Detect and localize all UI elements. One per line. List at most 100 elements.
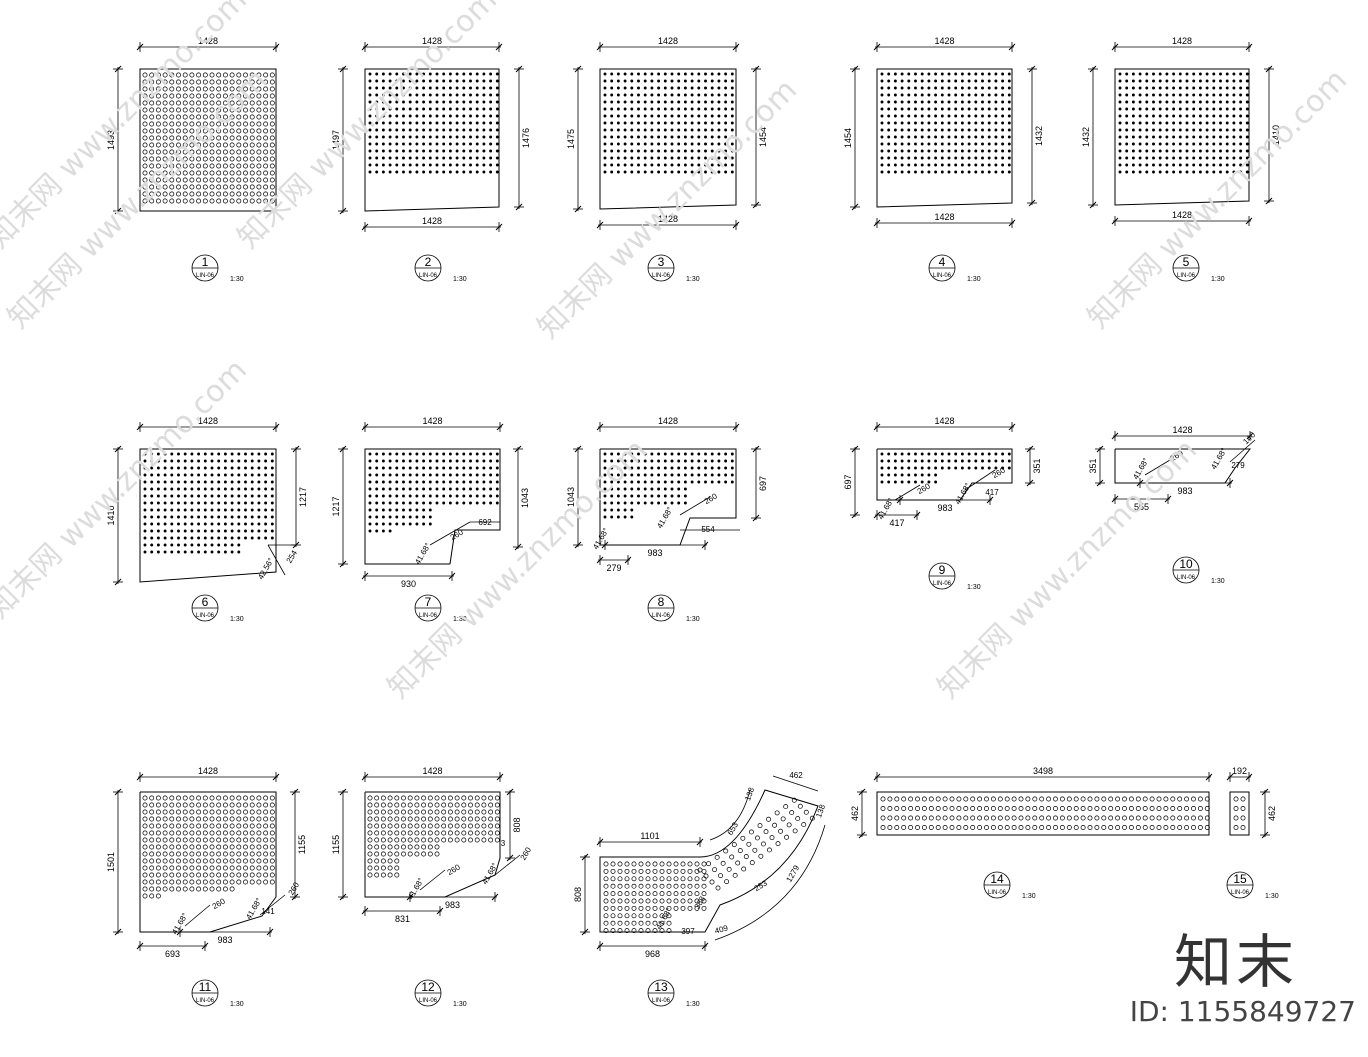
- perforation-hole: [677, 501, 681, 505]
- perforation-hole: [967, 86, 971, 90]
- perforation-hole: [243, 830, 248, 836]
- perforation-hole: [375, 522, 379, 526]
- perforation-hole: [637, 156, 640, 160]
- perforation-hole: [462, 100, 466, 104]
- dimension-label: 409: [714, 923, 730, 935]
- brand-logo: 知末: [1173, 928, 1298, 996]
- dimension-tick: [873, 423, 881, 431]
- dimension-label: 1428: [934, 36, 954, 46]
- perforation-hole: [142, 837, 148, 843]
- perforation-hole: [637, 473, 640, 477]
- perforation-hole: [610, 868, 616, 874]
- perforation-hole: [1198, 128, 1202, 132]
- perforation-hole: [155, 795, 161, 801]
- perforation-hole: [645, 876, 651, 882]
- dimension-label: 260: [519, 845, 534, 862]
- perforation-hole: [462, 149, 466, 153]
- perforation-hole: [1165, 135, 1169, 139]
- perforation-hole: [960, 156, 964, 160]
- perforation-hole: [482, 473, 486, 477]
- perforation-hole: [887, 473, 891, 477]
- dimension-label: 1428: [198, 766, 218, 776]
- dimension-tick: [361, 423, 369, 431]
- perforation-hole: [441, 809, 447, 815]
- perforation-hole: [694, 861, 700, 867]
- perforation-hole: [1178, 142, 1182, 146]
- perforation-hole: [257, 529, 261, 533]
- perforation-hole: [182, 100, 188, 106]
- perforation-hole: [236, 107, 242, 113]
- perforation-hole: [202, 802, 208, 808]
- perforation-hole: [954, 114, 958, 118]
- perforation-hole: [690, 163, 694, 167]
- perforation-hole: [690, 128, 694, 132]
- perforation-hole: [1239, 149, 1243, 153]
- step-line: [964, 469, 996, 491]
- perforation-hole: [462, 501, 466, 505]
- perforation-hole: [196, 93, 202, 99]
- perforation-hole: [1240, 825, 1246, 830]
- perforation-hole: [210, 508, 214, 512]
- perforation-hole: [1138, 170, 1142, 174]
- detail-scale: 1:30: [453, 276, 467, 283]
- perforation-hole: [1205, 79, 1209, 83]
- perforation-hole: [1232, 121, 1236, 125]
- perforation-hole: [189, 100, 195, 106]
- perforation-hole: [887, 466, 891, 470]
- perforation-hole: [203, 536, 207, 540]
- perforation-hole: [250, 508, 254, 512]
- perforation-hole: [724, 114, 728, 118]
- dimension-tick: [1008, 219, 1016, 227]
- perforation-hole: [368, 494, 372, 498]
- perforation-hole: [927, 142, 931, 146]
- perforation-hole: [749, 860, 755, 866]
- perforation-hole: [1152, 149, 1155, 153]
- perforation-hole: [954, 452, 958, 456]
- perforation-hole: [237, 466, 241, 470]
- perforation-hole: [381, 135, 385, 139]
- perforation-hole: [229, 809, 235, 815]
- perforation-hole: [169, 149, 175, 155]
- perforation-hole: [603, 128, 607, 132]
- perforation-hole: [462, 121, 466, 125]
- dimension-label: 1428: [1172, 210, 1192, 220]
- perforation-hole: [673, 861, 679, 867]
- dimension-tick: [851, 65, 859, 73]
- perforation-hole: [927, 466, 931, 470]
- perforation-hole: [987, 121, 991, 125]
- perforation-hole: [743, 854, 749, 860]
- perforation-hole: [1198, 107, 1202, 111]
- perforation-hole: [927, 72, 931, 76]
- perforation-hole: [197, 536, 201, 540]
- perforation-hole: [942, 796, 948, 802]
- perforation-hole: [1185, 121, 1189, 125]
- perforation-hole: [603, 459, 607, 463]
- perforation-hole: [236, 128, 242, 134]
- perforation-hole: [243, 79, 248, 85]
- perforation-hole: [1131, 135, 1135, 139]
- perforation-hole: [149, 802, 155, 808]
- perforation-hole: [368, 156, 372, 160]
- perforation-hole: [427, 802, 433, 808]
- dimension-tick: [136, 773, 144, 781]
- perforation-hole: [1233, 815, 1239, 821]
- perforation-hole: [1007, 121, 1011, 125]
- perforation-hole: [1001, 149, 1005, 153]
- perforation-hole: [880, 170, 884, 174]
- perforation-hole: [183, 459, 187, 463]
- perforation-hole: [901, 806, 907, 811]
- perforation-hole: [981, 452, 984, 456]
- perforation-hole: [488, 837, 494, 843]
- perforation-hole: [914, 79, 917, 83]
- dimension-tick: [701, 541, 709, 549]
- perforation-hole: [202, 872, 208, 878]
- perforation-hole: [183, 487, 187, 491]
- perforation-hole: [402, 79, 405, 83]
- perforation-hole: [710, 142, 714, 146]
- dimension-tick: [581, 853, 589, 861]
- perforation-hole: [230, 536, 234, 540]
- perforation-hole: [150, 508, 154, 512]
- perforation-hole: [269, 86, 275, 92]
- perforation-hole: [880, 480, 884, 484]
- perforation-hole: [150, 515, 154, 519]
